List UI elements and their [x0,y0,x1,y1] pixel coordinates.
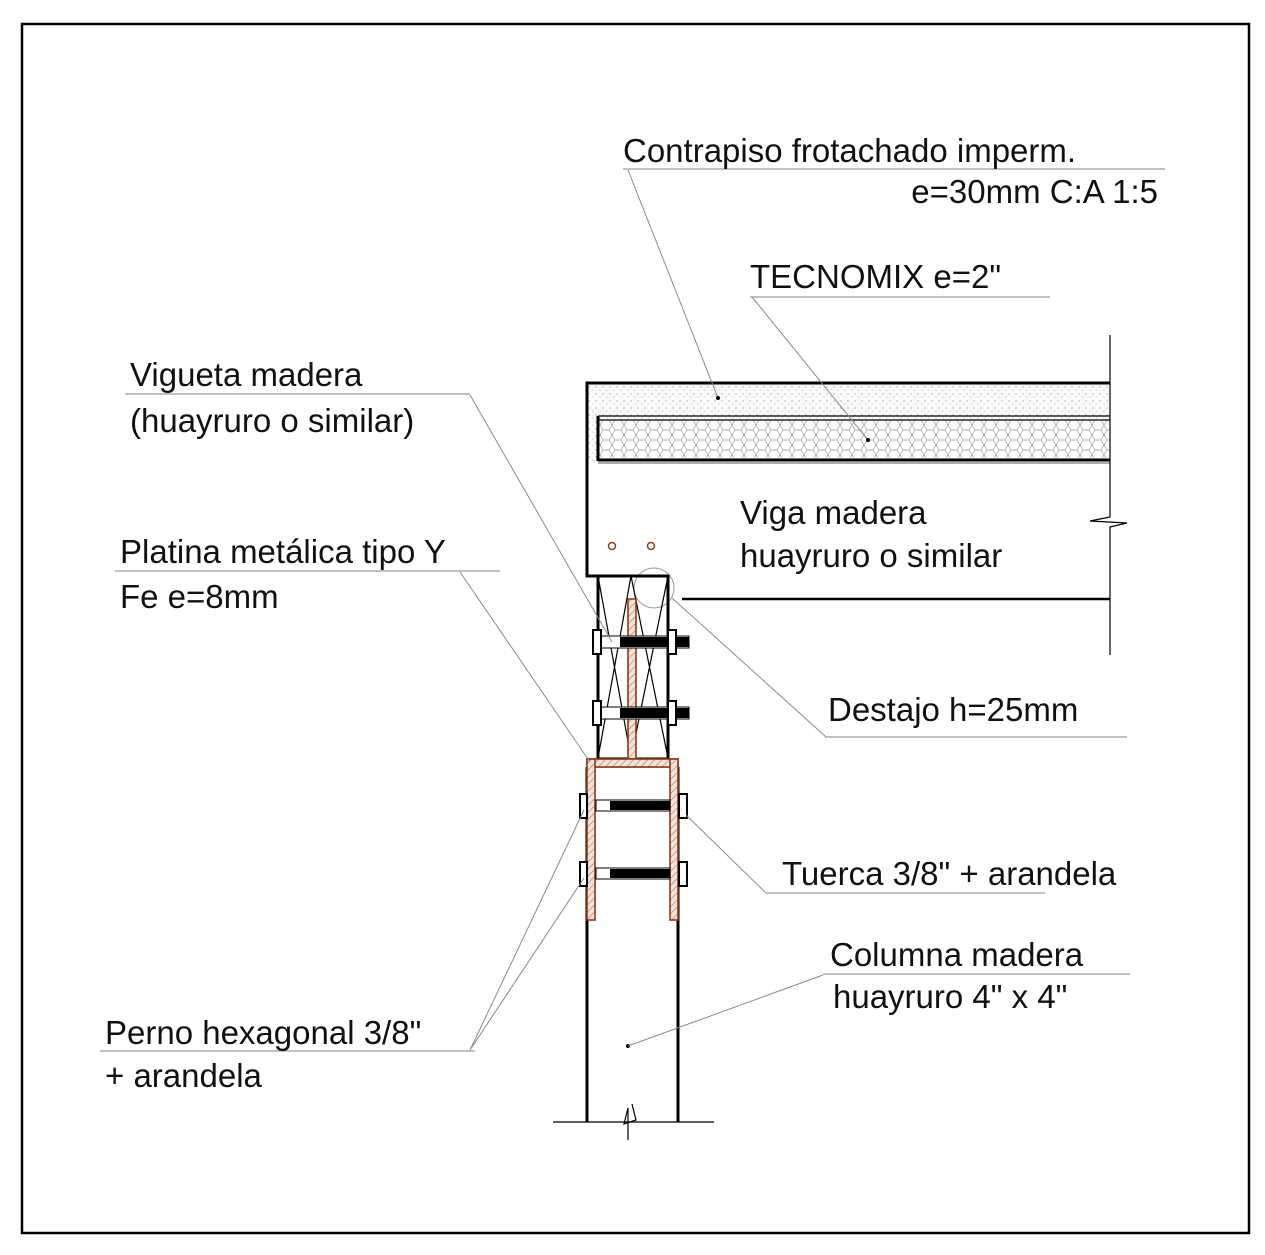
label-platina-spec: Fe e=8mm [120,578,279,615]
bolt-icon [592,629,690,655]
label-tuerca: Tuerca 3/8" + arandela [782,855,1117,892]
label-perno-arandela: + arandela [105,1057,263,1094]
label-platina: Platina metálica tipo Y [120,533,446,570]
leader-lines [459,169,870,1051]
label-contrapiso-spec: e=30mm C:A 1:5 [911,173,1158,210]
label-viga: Viga madera [740,494,927,531]
bolt-icon [579,861,688,887]
slab [585,381,1110,464]
label-destajo: Destajo h=25mm [828,691,1078,728]
break-line-icon [1089,335,1128,655]
label-vigueta-material: (huayruro o similar) [130,402,414,439]
label-perno: Perno hexagonal 3/8" [105,1014,421,1051]
label-columna: Columna madera [830,936,1084,973]
bolt-hole-icon [646,541,656,551]
tecnomix-layer [598,420,1110,458]
beam [585,335,1128,655]
bolts [579,629,690,887]
bolt-icon [579,793,688,819]
label-vigueta: Vigueta madera [130,356,363,393]
steel-plate-y [586,598,679,921]
label-underlines [100,168,1165,1052]
break-line-icon [623,1103,637,1140]
label-contrapiso: Contrapiso frotachado imperm. [623,132,1076,169]
drawing-frame [20,22,1251,1235]
column [553,766,714,1140]
bolt-icon [592,700,690,726]
label-columna-spec: huayruro 4" x 4" [833,978,1067,1015]
label-tecnomix: TECNOMIX e=2" [750,258,1001,295]
bolt-hole-icon [607,541,617,551]
label-viga-material: huayruro o similar [740,537,1002,574]
